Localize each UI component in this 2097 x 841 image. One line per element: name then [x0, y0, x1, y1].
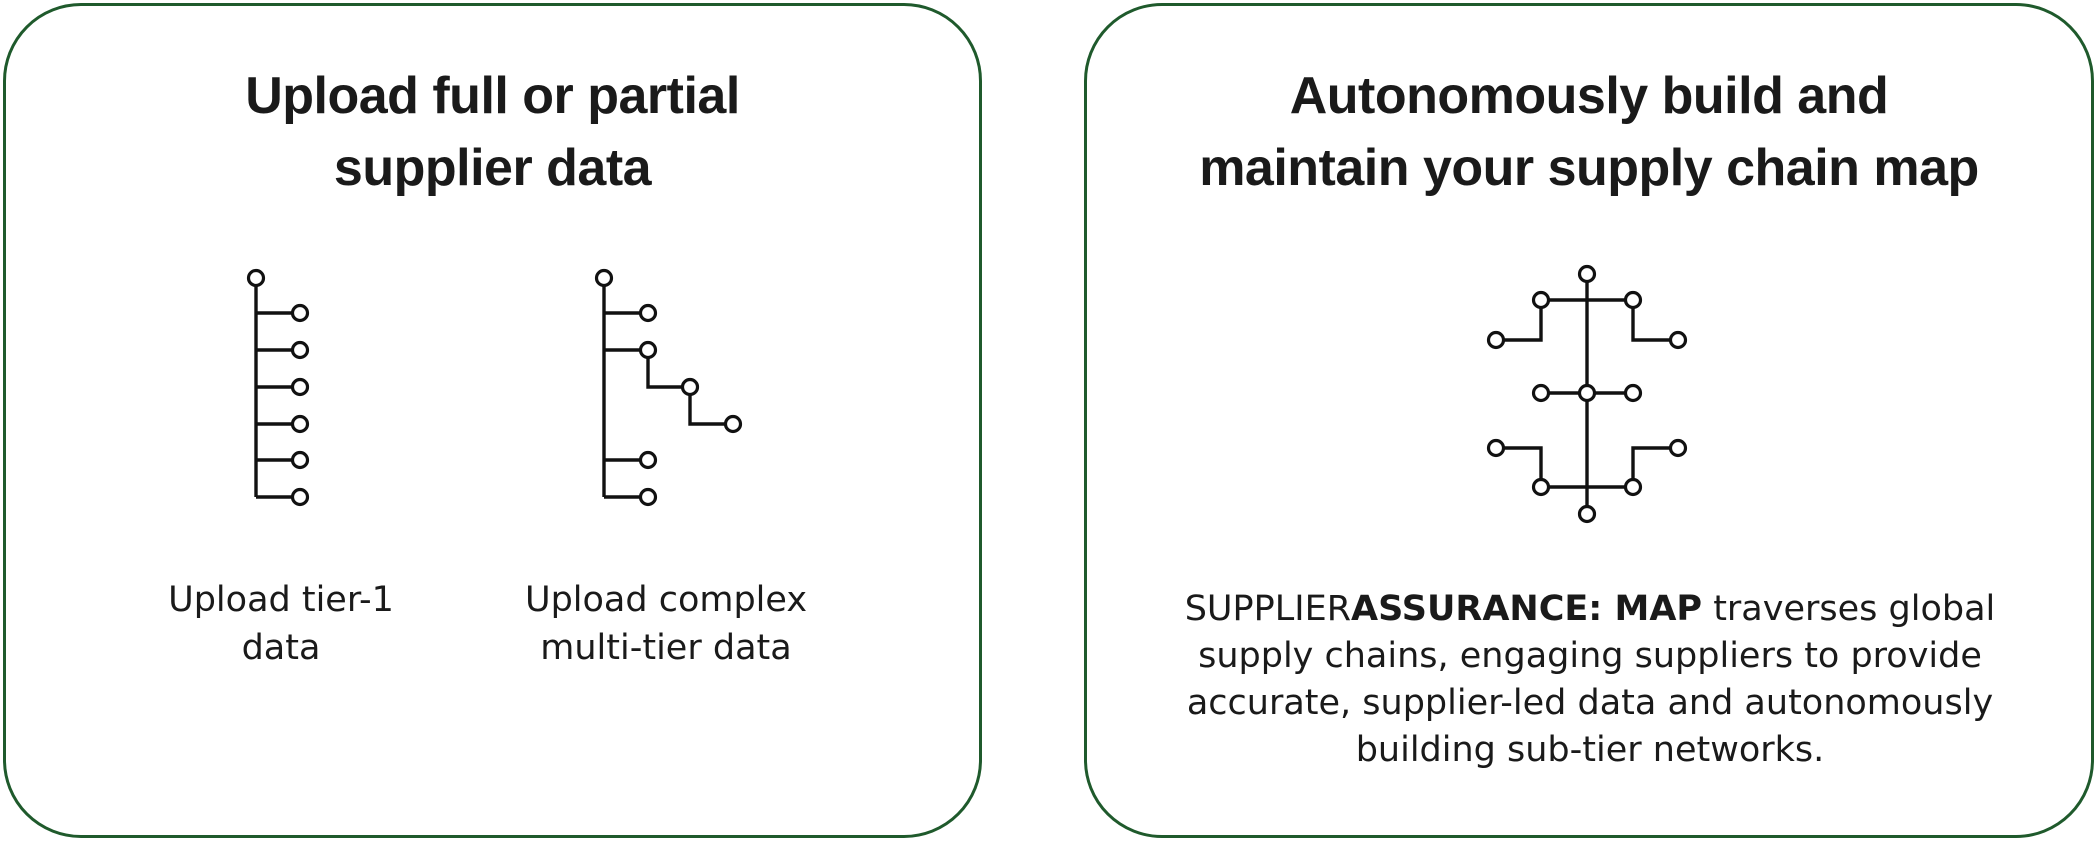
map-card-title: Autonomously build and maintain your sup… — [1087, 60, 2091, 204]
single-tier-tree-icon — [246, 268, 310, 507]
tier1-caption-line2: data — [241, 628, 321, 668]
brand-bold-name: ASSURANCE: MAP — [1351, 589, 1703, 629]
tier1-caption-line1: Upload tier-1 — [168, 580, 394, 620]
network-map-icon — [1486, 264, 1688, 524]
map-description-text: traverses global supply chains, engaging… — [1186, 589, 1996, 770]
upload-title-line2: supplier data — [333, 139, 652, 197]
tier1-caption: Upload tier-1 data — [126, 576, 436, 672]
map-title-line1: Autonomously build and — [1289, 67, 1889, 125]
upload-data-card: Upload full or partial supplier data — [3, 3, 982, 838]
multi-tier-caption-line2: multi-tier data — [540, 628, 792, 668]
upload-title-line1: Upload full or partial — [245, 67, 740, 125]
multi-tier-tree-icon — [594, 268, 743, 507]
map-title-line2: maintain your supply chain map — [1199, 139, 1979, 197]
brand-prefix: SUPPLIER — [1184, 589, 1352, 629]
multi-tier-caption: Upload complex multi-tier data — [496, 576, 836, 672]
multi-tier-caption-line1: Upload complex — [524, 580, 808, 620]
supply-chain-map-card: Autonomously build and maintain your sup… — [1084, 3, 2094, 838]
upload-card-title: Upload full or partial supplier data — [6, 60, 979, 204]
map-description: SUPPLIERASSURANCE: MAP traverses global … — [1127, 586, 2053, 774]
